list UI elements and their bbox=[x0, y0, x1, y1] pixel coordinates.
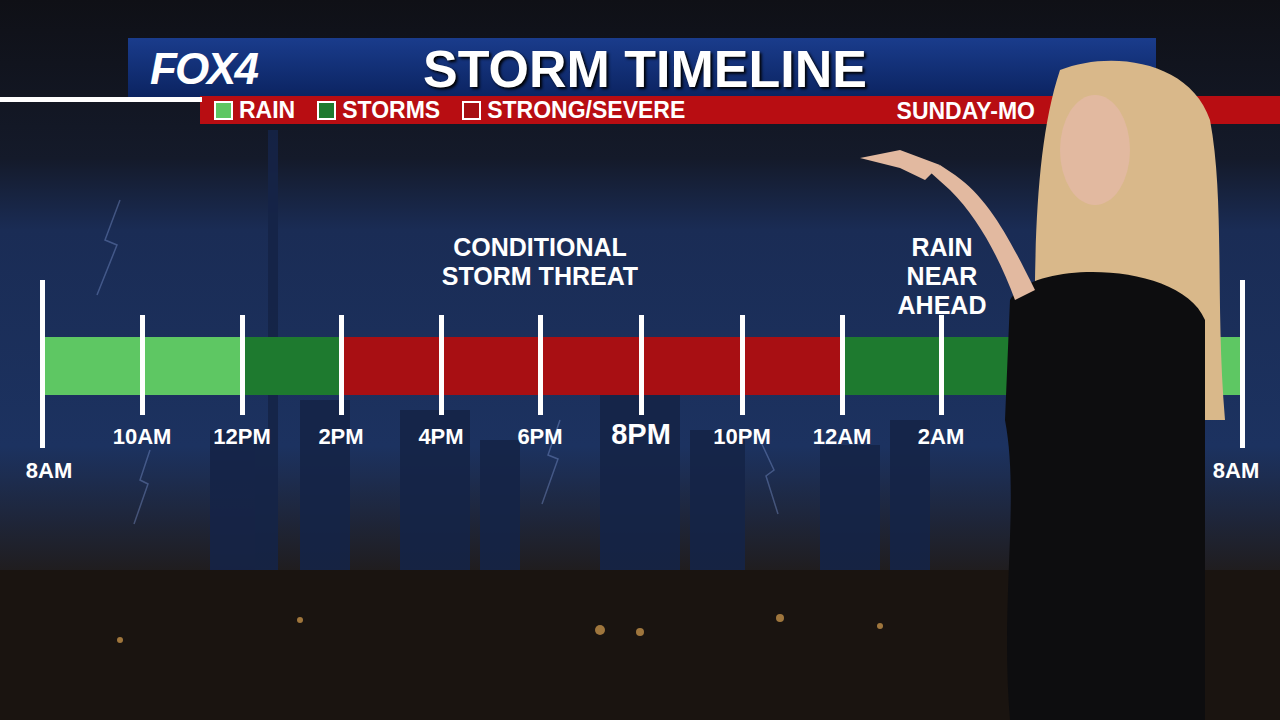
time-label: 10AM bbox=[113, 424, 172, 449]
legend-item: RAIN bbox=[214, 99, 295, 122]
time-label: 8PM bbox=[611, 418, 671, 451]
title: STORM TIMELINE bbox=[423, 40, 867, 100]
legend-swatch bbox=[214, 101, 233, 120]
legend-text: STRONG/SEVERE bbox=[487, 99, 685, 122]
legend-text: STORMS bbox=[342, 99, 440, 122]
phase-note: CONDITIONAL STORM THREAT bbox=[410, 233, 670, 291]
time-label: 12AM bbox=[813, 424, 872, 449]
time-label: 8AM bbox=[1213, 458, 1259, 483]
legend-swatch bbox=[462, 101, 481, 120]
time-label: 10PM bbox=[713, 424, 770, 449]
date-range: SUNDAY-MO bbox=[897, 98, 1035, 124]
time-label: 2AM bbox=[918, 424, 964, 449]
legend-item: STRONG/SEVERE bbox=[462, 99, 685, 122]
legend-text: RAIN bbox=[239, 99, 295, 122]
time-label: 2PM bbox=[318, 424, 363, 449]
phase-note: RAIN NEAR AHEAD bbox=[880, 233, 1005, 319]
legend: RAIN STORMS STRONG/SEVERE bbox=[214, 97, 707, 124]
legend-swatch bbox=[317, 101, 336, 120]
channel-logo: FOX4 bbox=[150, 44, 257, 95]
legend-item: STORMS bbox=[317, 99, 440, 122]
time-label: 12PM bbox=[213, 424, 270, 449]
time-label: 6PM bbox=[517, 424, 562, 449]
time-label: 8AM bbox=[26, 458, 72, 483]
time-label: 4PM bbox=[418, 424, 463, 449]
